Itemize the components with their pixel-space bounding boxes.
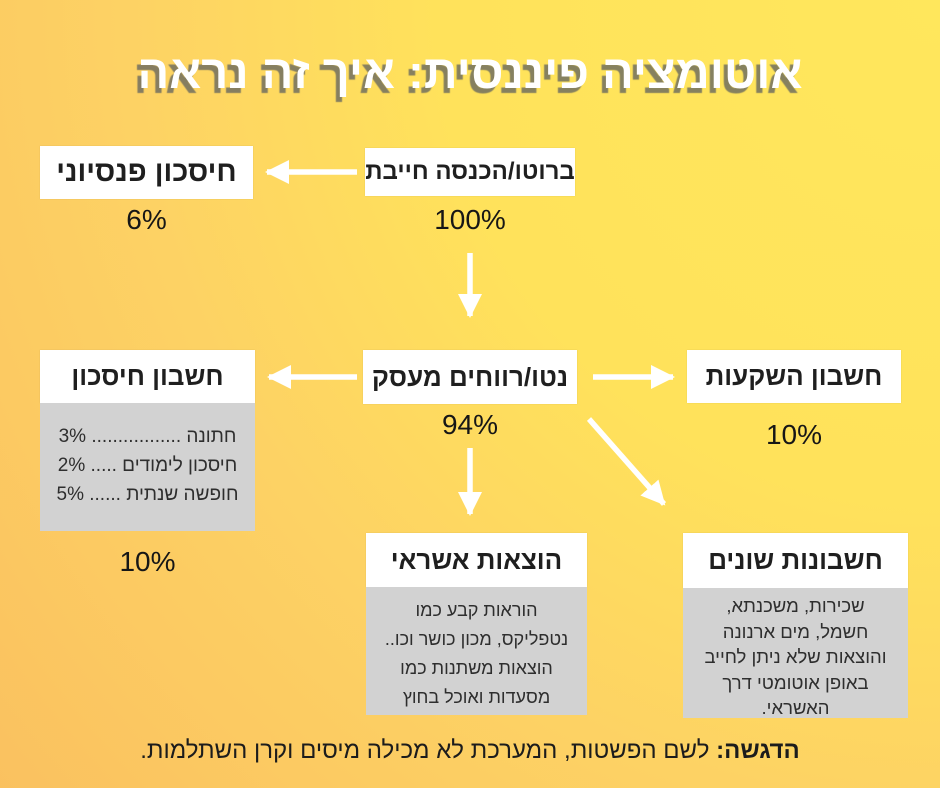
credit-line: מסעדות ואוכל בחוץ: [402, 687, 551, 707]
bills-line: והוצאות שלא ניתן לחייב: [704, 646, 887, 667]
bills-line: באופן אוטומטי דרך: [722, 671, 869, 693]
credit-expenses-panel: הוראות קבע כמו נטפליקס, מכון כושר וכו.. …: [366, 587, 587, 715]
savings-breakdown-panel: חתונה ................. 3% חיסכון לימודי…: [40, 403, 255, 531]
investment-percent: 10%: [765, 419, 823, 450]
savings-item-wedding: חתונה ................. 3%: [58, 426, 237, 447]
pension-percent: 6%: [126, 204, 167, 235]
node-various-bills: חשבונות שונים: [683, 533, 908, 588]
various-bills-panel: שכירות, משכנתא, חשמל, מים ארנונה והוצאות…: [683, 588, 908, 718]
bills-line: האשראי.: [761, 697, 830, 718]
credit-line: נטפליקס, מכון כושר וכו..: [384, 629, 569, 649]
savings-item-education: חיסכון לימודים ..... 2%: [57, 455, 238, 476]
credit-line: הוצאות משתנות כמו: [400, 658, 553, 678]
node-net-profits: נטו/רווחים מעסק: [363, 350, 577, 404]
node-savings-account: חשבון חיסכון: [40, 350, 255, 403]
footnote-emphasis: הדגשה:: [716, 737, 800, 764]
node-investment-account: חשבון השקעות: [687, 350, 901, 403]
bills-line: שכירות, משכנתא,: [726, 595, 865, 616]
gross-percent: 100%: [434, 204, 506, 235]
node-pension-savings: חיסכון פנסיוני: [40, 146, 253, 199]
bills-line: חשמל, מים ארנונה: [722, 620, 869, 642]
node-credit-expenses: הוצאות אשראי: [366, 533, 587, 587]
footnote-text: לשם הפשטות, המערכת לא מכילה מיסים וקרן ה…: [140, 737, 717, 764]
savings-percent: 10%: [119, 546, 176, 577]
credit-line: הוראות קבע כמו: [415, 600, 538, 620]
savings-item-vacation: חופשה שנתית ...... 5%: [56, 484, 239, 505]
arrow-net-to-bills: [586, 417, 667, 506]
net-percent: 94%: [441, 409, 499, 440]
node-gross-income: ברוטו/הכנסה חייבת: [365, 148, 575, 196]
page-title: אוטומציה פיננסית: איך זה נראה: [137, 45, 803, 98]
footnote: הדגשה: לשם הפשטות, המערכת לא מכילה מיסים…: [0, 737, 940, 765]
